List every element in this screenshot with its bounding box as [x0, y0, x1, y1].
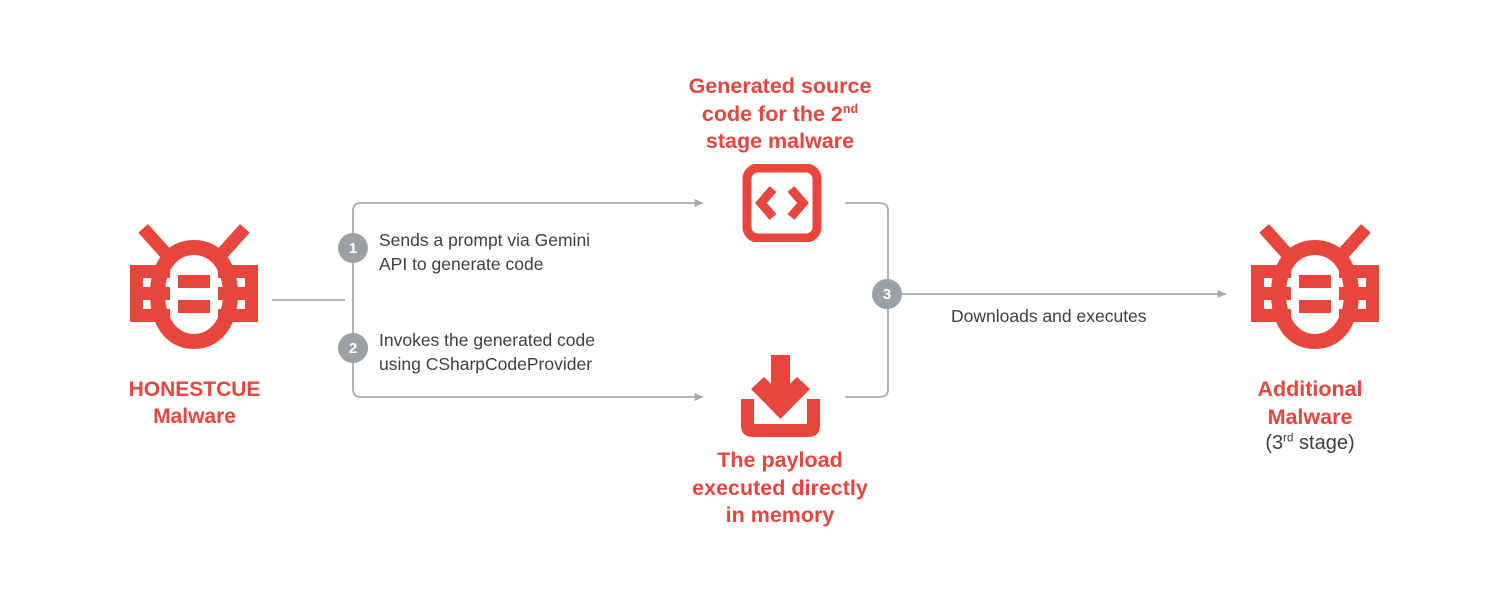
generated-code-label-line3: stage malware — [705, 129, 855, 154]
payload-label-line2: executed directly — [692, 475, 868, 500]
download-icon — [727, 355, 835, 440]
step-badge-1: 1 — [338, 233, 368, 263]
edge-to-payload — [352, 388, 704, 401]
step-1-text: Sends a prompt via Gemini API to generat… — [379, 230, 591, 274]
payload-label: The payload executed directly in memory — [640, 447, 920, 530]
step-badge-2: 2 — [338, 333, 368, 363]
source-label-line2: Malware — [153, 404, 236, 428]
target-ordinal-suffix: rd — [1283, 431, 1294, 445]
generated-code-label: Generated source code for the 2nd stage … — [640, 73, 920, 156]
payload-label-line1: The payload — [717, 448, 843, 472]
bug-icon-glyph — [130, 224, 258, 349]
target-label-line2: Malware — [1267, 404, 1353, 429]
payload-label-line3: in memory — [725, 503, 835, 528]
download-icon-glyph — [741, 355, 820, 437]
edge-to-generated-code — [352, 199, 704, 212]
bug-icon — [1245, 218, 1385, 366]
step-badge-3: 3 — [872, 279, 902, 309]
target-label-line1: Additional — [1257, 377, 1363, 401]
step-3-text: Downloads and executes — [951, 306, 1147, 326]
target-label-line3: (3rd stage) — [1175, 431, 1445, 457]
bug-icon-glyph — [1251, 224, 1379, 349]
step-2-text: Invokes the generated code using CSharpC… — [379, 330, 595, 374]
step-badge-2-number: 2 — [348, 339, 358, 357]
generated-code-label-line1: Generated source — [688, 74, 872, 98]
bug-icon — [124, 218, 264, 366]
target-node-label: Additional Malware (3rd stage) — [1175, 376, 1445, 457]
generated-code-label-line2: code for the 2nd — [640, 101, 920, 129]
step-badge-1-number: 1 — [348, 239, 358, 257]
generated-code-label-line2-text: code for the 2 — [701, 101, 843, 126]
source-label-line1: HONESTCUE — [128, 378, 261, 401]
generated-code-ordinal-suffix: nd — [842, 101, 859, 116]
step-badge-3-number: 3 — [882, 285, 892, 303]
code-brackets-icon-glyph — [742, 163, 822, 243]
code-brackets-icon — [742, 163, 822, 243]
target-stage-suffix: stage) — [1293, 432, 1355, 455]
target-stage-prefix: (3 — [1265, 432, 1284, 455]
source-node-label: HONESTCUE Malware — [62, 377, 327, 431]
